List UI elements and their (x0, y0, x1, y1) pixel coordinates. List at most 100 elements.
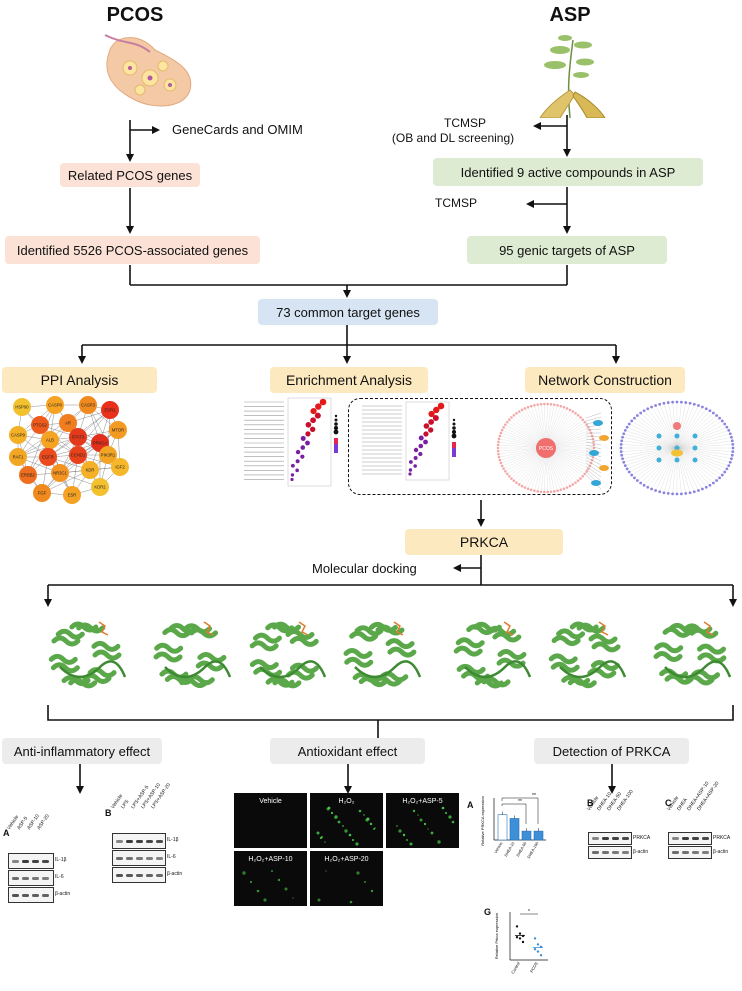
enrichment-dot (295, 468, 299, 473)
network-gene-node (543, 402, 546, 406)
blot-strip (112, 833, 166, 849)
ppi-node-label: ESR (68, 493, 77, 498)
fluorescent-spot (250, 881, 252, 883)
network-target-node (625, 425, 629, 429)
ppi-node-label: KDR (86, 468, 95, 473)
data-point (539, 954, 543, 957)
blot-band (22, 893, 29, 897)
ovary-illustration (104, 34, 192, 107)
size-legend-dot (334, 422, 338, 426)
docking-pose (343, 621, 422, 688)
band-label: β-actin (633, 848, 649, 855)
helix (153, 651, 183, 663)
network-edge (585, 438, 602, 442)
network-edge (623, 447, 678, 463)
blot-band (702, 837, 709, 840)
network-edge (676, 447, 731, 463)
blot-band (622, 837, 629, 840)
network-gene-node (562, 487, 566, 491)
network-target-node (630, 419, 634, 423)
blot-band (156, 839, 163, 843)
network-target-node (675, 492, 679, 496)
network-target-node (679, 492, 683, 496)
network-gene-node (553, 490, 556, 493)
helix (92, 649, 122, 661)
network-gene-node (497, 455, 501, 459)
network-gene-node (523, 407, 527, 410)
fluorescent-spot (317, 898, 321, 902)
ligand (703, 621, 714, 636)
fluorescent-spot (448, 815, 452, 819)
ppi-node (39, 448, 57, 466)
network-gene-node (526, 487, 530, 491)
network-target-node (730, 453, 734, 457)
network-target-node (642, 409, 646, 413)
network-edge (585, 456, 602, 466)
network-gene-node (505, 420, 509, 424)
network-gene-node (520, 484, 524, 488)
network-gene-node (497, 452, 500, 456)
ppi-node-label: CASP8 (48, 403, 62, 408)
network-target-node (723, 422, 727, 426)
network-target-node (620, 439, 624, 443)
enrichment-dot (433, 406, 440, 414)
anti-inflammatory-box: Anti-inflammatory effect (2, 738, 162, 764)
network-target-node (650, 405, 653, 409)
blot-band (32, 893, 39, 897)
band-label: β-actin (55, 891, 71, 897)
compound-node (593, 420, 603, 426)
ppi-node (79, 396, 97, 414)
blot-band (22, 876, 29, 880)
enrichment-dot (315, 403, 322, 410)
network-target-node (654, 489, 657, 492)
blot-band (612, 837, 619, 840)
enrichment-dot (314, 412, 321, 419)
network-edge (676, 447, 732, 459)
network-gene-node (574, 481, 577, 484)
band-label: IL-6 (167, 854, 176, 860)
network-edge (647, 408, 678, 449)
network-gene-node (553, 403, 556, 406)
fluorescent-spot (445, 812, 447, 814)
size-legend-dot (451, 429, 457, 435)
network-gene-node (496, 443, 500, 447)
network-gene-node (510, 477, 513, 480)
network-edge (634, 418, 678, 449)
pcos-title: PCOS (106, 4, 164, 26)
helix (285, 629, 315, 641)
network-target-node (646, 407, 650, 411)
ppi-node (109, 421, 127, 439)
network-target-node (727, 428, 731, 432)
network-edge (629, 423, 678, 449)
helix (183, 623, 213, 635)
network-target-node (708, 409, 712, 413)
network-center-label: PCOS (539, 446, 554, 452)
enrichment-analysis-box: Enrichment Analysis (270, 367, 428, 393)
network-gene-node (543, 490, 546, 494)
network-edge (585, 441, 602, 446)
fluorescent-spot (417, 814, 419, 816)
helix (154, 642, 184, 654)
network-gene-node (502, 426, 505, 429)
ligand (598, 621, 609, 636)
blot-band (116, 873, 123, 877)
network-gene-node (507, 418, 511, 422)
fluorescent-spot (419, 818, 423, 822)
fluorescent-spot (348, 833, 352, 837)
helix (664, 673, 694, 685)
ppi-node (46, 396, 64, 414)
network-compound-node (692, 457, 698, 463)
size-legend-dot (452, 418, 456, 422)
network-edge (676, 447, 720, 478)
fluorescent-spot (277, 878, 281, 882)
ppi-node-label: PRKCA (93, 441, 108, 446)
helix (55, 628, 85, 640)
network-target-node (619, 450, 623, 454)
network-gene-node (556, 404, 559, 407)
enrichment-dot (428, 410, 435, 418)
network-gene-node (536, 490, 539, 493)
ligand (203, 621, 214, 636)
network-target-node (627, 470, 631, 474)
loop (59, 660, 127, 679)
network-gene-node (559, 488, 563, 492)
